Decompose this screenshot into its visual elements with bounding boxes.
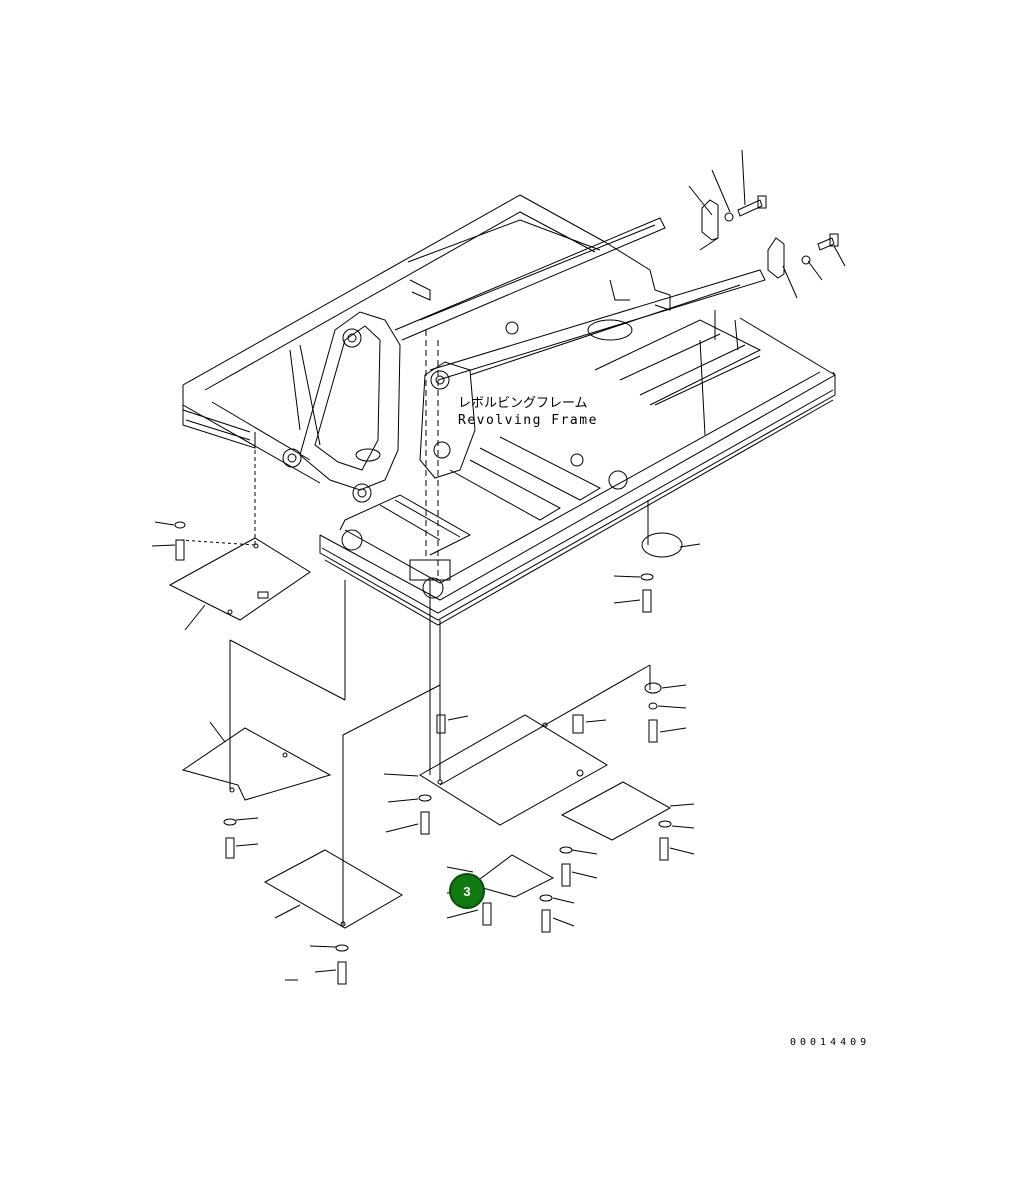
right-small-cover-plate <box>559 781 695 887</box>
center-cover-plate <box>383 580 651 835</box>
part-name-english: Revolving Frame <box>458 413 598 428</box>
bottom-left-cover-plate <box>263 684 441 985</box>
upper-brackets <box>688 149 846 299</box>
revolving-frame <box>182 194 836 626</box>
middle-left-cover-plate <box>181 580 346 859</box>
dashed-guide-lines <box>425 330 439 580</box>
callout-marker-3[interactable]: 3 <box>449 873 485 909</box>
round-cover <box>613 500 701 613</box>
left-cover-plate <box>151 450 311 631</box>
drawing-number: 00014409 <box>790 1037 871 1048</box>
right-fasteners <box>644 682 687 743</box>
part-name-japanese: レボルビングフレーム <box>458 396 588 411</box>
